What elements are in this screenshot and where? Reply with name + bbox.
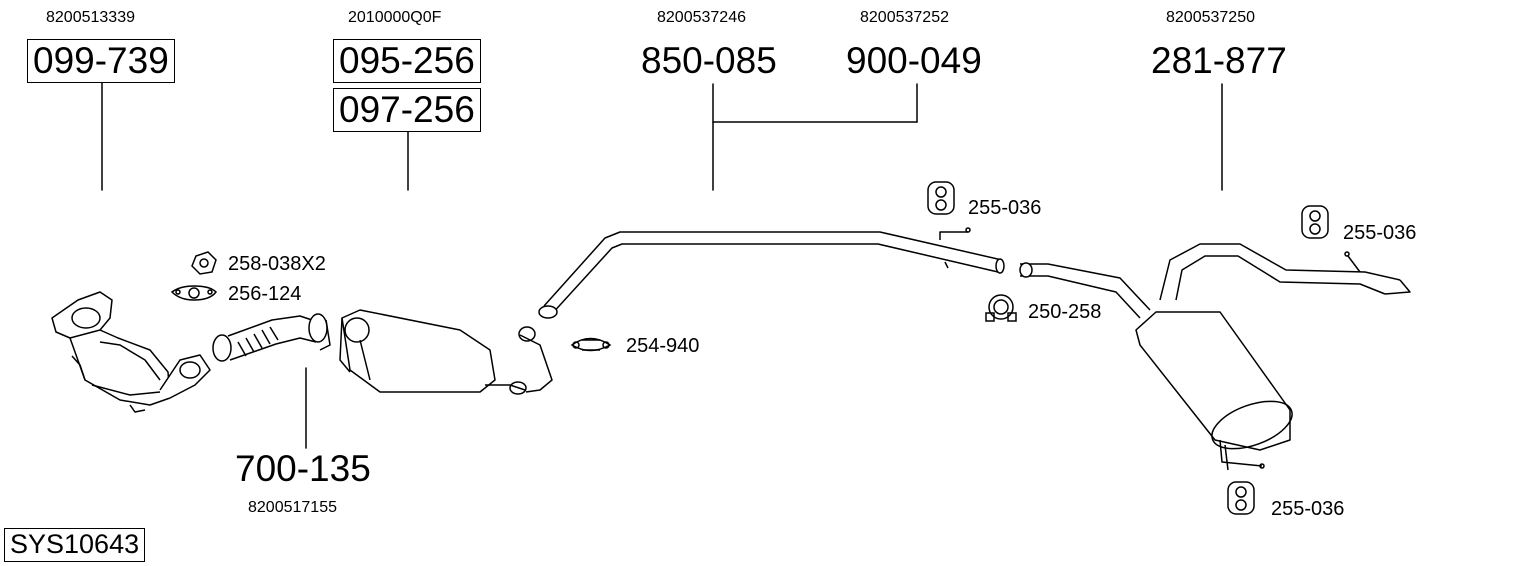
oem-flex: 8200517155 [248,499,337,516]
acc-nut[interactable]: 258-038X2 [228,253,326,275]
part-rear[interactable]: 281-877 [1151,40,1287,81]
gasket-icon [170,285,217,301]
clamp-front-icon [570,337,612,352]
oem-rear: 8200537250 [1166,9,1255,26]
oem-mid-b: 8200537252 [860,9,949,26]
oem-dpf: 2010000Q0F [348,9,442,26]
diesel-particulate-filter [339,309,553,395]
flex-pipe [212,313,331,362]
acc-hanger-tail[interactable]: 255-036 [1343,222,1417,244]
acc-hanger-mid[interactable]: 255-036 [968,197,1042,219]
hanger-mid-icon [927,181,955,215]
acc-hanger-bottom[interactable]: 255-036 [1271,498,1345,520]
acc-gasket[interactable]: 256-124 [228,283,302,305]
part-mid-a[interactable]: 850-085 [641,40,777,81]
part-dpf-a[interactable]: 095-256 [333,39,481,83]
rear-silencer [1019,243,1411,471]
middle-pipe [538,227,1005,319]
oem-cat: 8200513339 [46,9,135,26]
nut-icon [191,251,217,275]
catalytic-converter [51,291,211,413]
oem-mid-a: 8200537246 [657,9,746,26]
acc-clamp-front[interactable]: 254-940 [626,335,700,357]
part-mid-b[interactable]: 900-049 [846,40,982,81]
clamp-rear-icon [985,294,1017,322]
part-flex[interactable]: 700-135 [235,448,371,489]
part-cat[interactable]: 099-739 [27,39,175,83]
hanger-tail-icon [1301,205,1329,239]
hanger-bottom-icon [1227,481,1255,515]
part-dpf-b[interactable]: 097-256 [333,88,481,132]
acc-clamp-rear[interactable]: 250-258 [1028,301,1102,323]
system-code: SYS10643 [4,528,146,562]
